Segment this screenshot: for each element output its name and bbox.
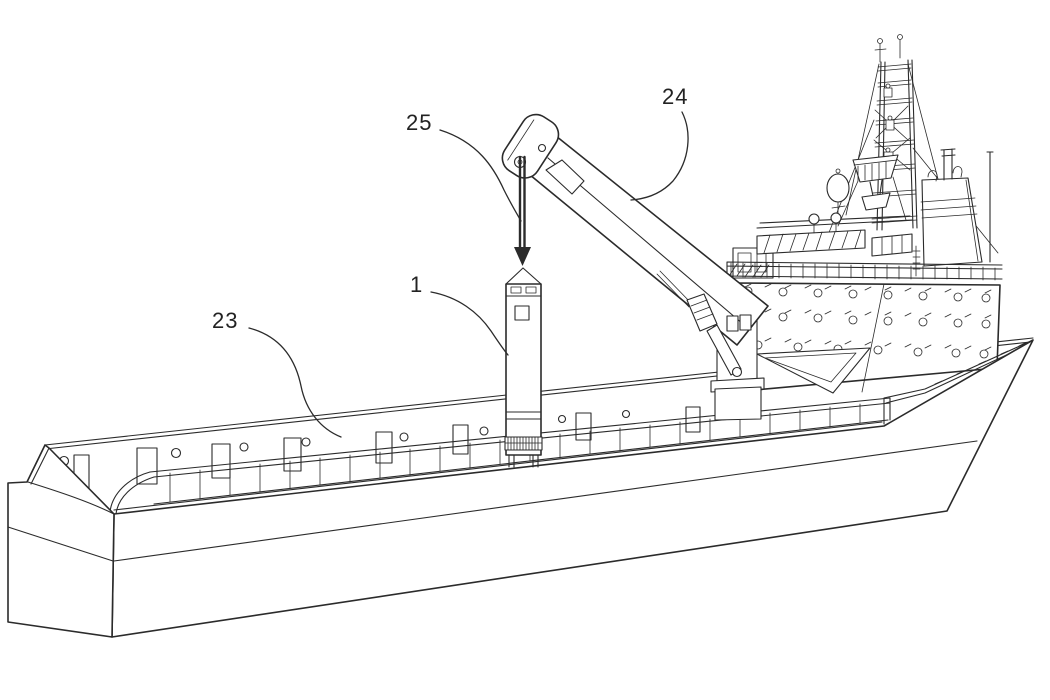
leader-23	[248, 327, 342, 438]
deck-wedge	[756, 347, 871, 394]
bridge-wing-house	[732, 247, 774, 279]
bridge-windows	[763, 229, 862, 254]
lifting-cable	[514, 155, 531, 266]
boat-deck-rail	[726, 261, 1003, 281]
ref-label-23: 23	[212, 308, 239, 333]
bridge-ladder	[912, 245, 921, 277]
signal-pole	[986, 151, 994, 263]
rail-stanchions	[169, 403, 861, 503]
leader-lines	[248, 111, 689, 438]
antenna-icon	[874, 34, 903, 63]
mast-lamp-icon	[883, 83, 895, 164]
ref-label-1: 1	[410, 272, 424, 297]
crane-head	[501, 113, 585, 195]
leader-1	[430, 291, 509, 356]
device-grate	[504, 436, 543, 451]
leader-25	[439, 129, 522, 222]
exhaust-pipe	[940, 148, 956, 181]
hull-seam	[113, 440, 978, 562]
subsea-device	[504, 267, 543, 468]
stern-transom	[7, 444, 115, 638]
bow-caprail	[883, 339, 1034, 425]
hydraulic-cylinder	[656, 270, 743, 378]
cable-arrow-icon	[514, 247, 531, 266]
crows-nest	[837, 154, 907, 227]
cowl-vents	[808, 212, 842, 234]
superstructure	[726, 34, 1003, 394]
hull	[7, 339, 1034, 638]
deckhouse	[732, 282, 1001, 393]
ref-label-24: 24	[662, 84, 689, 109]
leader-24	[630, 111, 689, 201]
mooring-eyes	[58, 409, 631, 467]
hull-side	[111, 339, 1034, 638]
ref-label-25: 25	[406, 110, 433, 135]
bridge	[756, 215, 921, 277]
deck-edge	[113, 421, 883, 511]
vent-cowl-icon	[927, 166, 963, 182]
funnel	[920, 148, 983, 267]
